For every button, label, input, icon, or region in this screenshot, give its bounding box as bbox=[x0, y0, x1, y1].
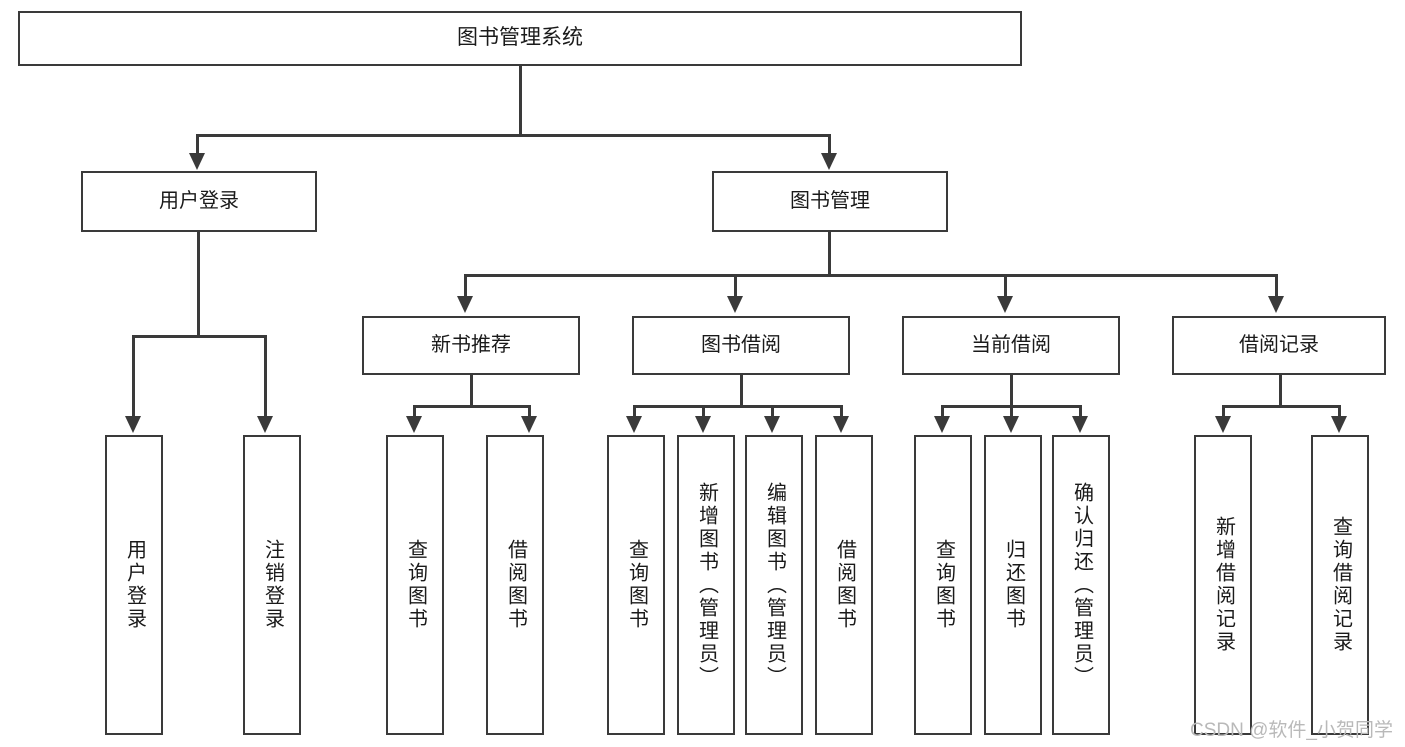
arrow-to-borrow-record bbox=[1268, 296, 1284, 313]
node-label: 借阅图书 bbox=[833, 539, 856, 631]
connector-cb-stem bbox=[1010, 375, 1013, 407]
leaf-br-query-record[interactable]: 查询借阅记录 bbox=[1311, 435, 1369, 735]
connector-user-login-bus bbox=[132, 335, 267, 338]
connector-root-drop-right bbox=[828, 134, 831, 156]
connector-bm-drop-3 bbox=[1004, 274, 1007, 299]
connector-nbr-bus bbox=[413, 405, 531, 408]
connector-bb-drop-4 bbox=[840, 405, 843, 419]
node-new-book-recommend[interactable]: 新书推荐 bbox=[362, 316, 580, 375]
leaf-user-login[interactable]: 用户登录 bbox=[105, 435, 163, 735]
arrow-to-leaf-cb-confirm-return bbox=[1072, 416, 1088, 433]
arrow-to-leaf-logout bbox=[257, 416, 273, 433]
connector-cb-drop-2 bbox=[1010, 405, 1013, 419]
connector-root-bus bbox=[196, 134, 831, 137]
node-label: 查询借阅记录 bbox=[1329, 516, 1352, 654]
leaf-logout[interactable]: 注销登录 bbox=[243, 435, 301, 735]
node-label: 用户登录 bbox=[159, 190, 239, 212]
leaf-cb-confirm-return[interactable]: 确认归还（管理员） bbox=[1052, 435, 1110, 735]
leaf-cb-query-book[interactable]: 查询图书 bbox=[914, 435, 972, 735]
connector-bm-drop-2 bbox=[734, 274, 737, 299]
node-user-login[interactable]: 用户登录 bbox=[81, 171, 317, 232]
arrow-to-current-borrow bbox=[997, 296, 1013, 313]
arrow-to-book-borrow bbox=[727, 296, 743, 313]
connector-cb-drop-3 bbox=[1079, 405, 1082, 419]
connector-bb-stem bbox=[740, 375, 743, 407]
connector-book-management-bus bbox=[464, 274, 1278, 277]
node-borrow-record[interactable]: 借阅记录 bbox=[1172, 316, 1386, 375]
node-label: 当前借阅 bbox=[971, 334, 1051, 356]
arrow-to-leaf-br-add-record bbox=[1215, 416, 1231, 433]
node-label: 新增图书（管理员） bbox=[695, 481, 718, 689]
connector-bm-drop-1 bbox=[464, 274, 467, 299]
arrow-to-leaf-nbr-borrow-book bbox=[521, 416, 537, 433]
arrow-to-book-management bbox=[821, 153, 837, 170]
arrow-to-leaf-user-login bbox=[125, 416, 141, 433]
connector-user-login-drop-2 bbox=[264, 335, 267, 418]
node-label: 借阅图书 bbox=[504, 539, 527, 631]
node-label: 用户登录 bbox=[123, 539, 146, 631]
arrow-to-leaf-bb-add-book bbox=[695, 416, 711, 433]
connector-bb-drop-3 bbox=[771, 405, 774, 419]
arrow-to-leaf-br-query-record bbox=[1331, 416, 1347, 433]
leaf-cb-return-book[interactable]: 归还图书 bbox=[984, 435, 1042, 735]
leaf-bb-query-book[interactable]: 查询图书 bbox=[607, 435, 665, 735]
arrow-to-leaf-bb-edit-book bbox=[764, 416, 780, 433]
node-label: 新增借阅记录 bbox=[1212, 516, 1235, 654]
arrow-to-leaf-nbr-query-book bbox=[406, 416, 422, 433]
connector-br-stem bbox=[1279, 375, 1282, 407]
node-label: 注销登录 bbox=[261, 539, 284, 631]
connector-book-management-stem bbox=[828, 232, 831, 277]
connector-nbr-drop-1 bbox=[413, 405, 416, 419]
connector-bb-drop-1 bbox=[633, 405, 636, 419]
node-label: 编辑图书（管理员） bbox=[763, 481, 786, 689]
leaf-bb-edit-book[interactable]: 编辑图书（管理员） bbox=[745, 435, 803, 735]
connector-root-drop-left bbox=[196, 134, 199, 156]
leaf-nbr-query-book[interactable]: 查询图书 bbox=[386, 435, 444, 735]
connector-bb-drop-2 bbox=[702, 405, 705, 419]
leaf-nbr-borrow-book[interactable]: 借阅图书 bbox=[486, 435, 544, 735]
node-label: 图书管理 bbox=[790, 190, 870, 212]
connector-br-bus bbox=[1222, 405, 1341, 408]
connector-nbr-drop-2 bbox=[528, 405, 531, 419]
connector-br-drop-2 bbox=[1338, 405, 1341, 419]
arrow-to-user-login bbox=[189, 153, 205, 170]
connector-cb-drop-1 bbox=[941, 405, 944, 419]
node-label: 新书推荐 bbox=[431, 334, 511, 356]
leaf-bb-borrow-book[interactable]: 借阅图书 bbox=[815, 435, 873, 735]
connector-bb-bus bbox=[633, 405, 843, 408]
node-book-borrow[interactable]: 图书借阅 bbox=[632, 316, 850, 375]
connector-bm-drop-4 bbox=[1275, 274, 1278, 299]
arrow-to-leaf-cb-query-book bbox=[934, 416, 950, 433]
leaf-bb-add-book[interactable]: 新增图书（管理员） bbox=[677, 435, 735, 735]
connector-user-login-stem bbox=[197, 232, 200, 337]
node-label: 查询图书 bbox=[932, 539, 955, 631]
node-label: 图书管理系统 bbox=[457, 26, 583, 50]
node-label: 图书借阅 bbox=[701, 334, 781, 356]
connector-nbr-stem bbox=[470, 375, 473, 407]
node-book-management[interactable]: 图书管理 bbox=[712, 171, 948, 232]
arrow-to-new-book-recommend bbox=[457, 296, 473, 313]
leaf-br-add-record[interactable]: 新增借阅记录 bbox=[1194, 435, 1252, 735]
node-label: 查询图书 bbox=[625, 539, 648, 631]
node-label: 借阅记录 bbox=[1239, 334, 1319, 356]
node-label: 归还图书 bbox=[1002, 539, 1025, 631]
node-root-book-management-system[interactable]: 图书管理系统 bbox=[18, 11, 1022, 66]
arrow-to-leaf-bb-borrow-book bbox=[833, 416, 849, 433]
node-label: 确认归还（管理员） bbox=[1070, 481, 1093, 689]
connector-br-drop-1 bbox=[1222, 405, 1225, 419]
node-current-borrow[interactable]: 当前借阅 bbox=[902, 316, 1120, 375]
connector-user-login-drop-1 bbox=[132, 335, 135, 418]
arrow-to-leaf-bb-query-book bbox=[626, 416, 642, 433]
arrow-to-leaf-cb-return-book bbox=[1003, 416, 1019, 433]
connector-root-stem bbox=[519, 66, 522, 136]
node-label: 查询图书 bbox=[404, 539, 427, 631]
